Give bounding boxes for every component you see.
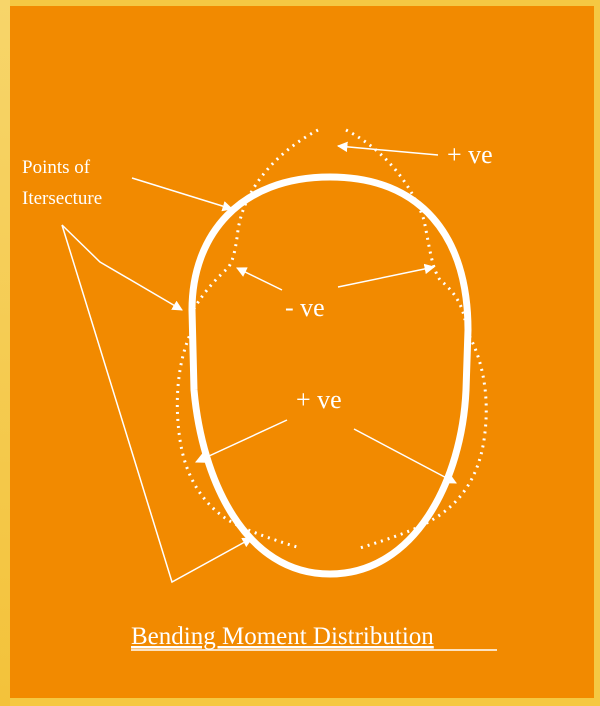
bending-moment-curve-left	[175, 329, 301, 550]
diagram-caption: Bending Moment Distribution	[131, 623, 434, 650]
arrow-positive-left	[195, 419, 288, 463]
leader-to-bottom-intersection	[61, 224, 253, 584]
leader-to-top-left-intersection	[131, 177, 234, 212]
ring-outline	[188, 173, 472, 578]
points-of-intersection-label-line1: Points of	[22, 157, 91, 178]
arrow-negative-left	[236, 267, 283, 291]
left-frame-strip	[0, 0, 10, 706]
arrow-negative-right	[337, 263, 436, 288]
negative-label: - ve	[285, 293, 325, 322]
positive-mid-label: + ve	[296, 385, 342, 414]
bending-moment-curve-top-right	[345, 128, 467, 321]
arrow-positive-right	[353, 428, 457, 484]
positive-top-label: + ve	[447, 140, 493, 169]
bending-moment-curve-top	[190, 128, 319, 313]
arrow-positive-top	[336, 141, 439, 156]
leader-to-left-intersection	[61, 224, 183, 311]
points-of-intersection-label-line2: Itersecture	[22, 188, 102, 209]
diagram-panel	[10, 6, 594, 698]
